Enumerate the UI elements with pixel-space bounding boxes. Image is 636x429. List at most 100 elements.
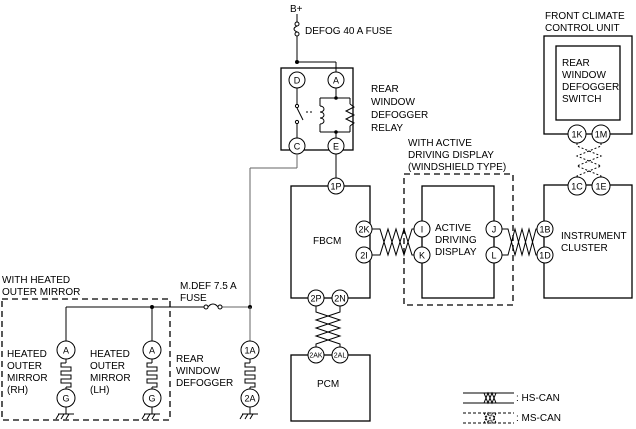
mirror-rh-label-3: MIRROR — [7, 373, 48, 384]
pcm-pin-2al: 2AL — [331, 346, 349, 364]
defogger-switch-box — [555, 45, 621, 121]
hs-can-twist-fbcm-pcm — [314, 306, 342, 348]
svg-text:A: A — [333, 76, 339, 86]
mirror-rh-pin-a: A — [56, 340, 76, 360]
mirror-lh-label-1: HEATED — [90, 349, 130, 360]
instrument-cluster-box — [543, 184, 633, 299]
relay-label-3: DEFOGGER — [371, 110, 428, 121]
svg-text:I: I — [421, 225, 424, 235]
mirror-rh-pin-g: G — [56, 388, 76, 408]
mirror-group-frame — [1, 298, 171, 421]
fbcm-pin-2p: 2P — [307, 289, 325, 307]
fbcm-label: FBCM — [313, 236, 341, 247]
ms-can-twist-climate — [575, 143, 603, 179]
fbcm-pin-2n: 2N — [331, 289, 349, 307]
svg-text:2K: 2K — [358, 225, 369, 235]
mirror-rh-element — [60, 359, 72, 390]
mirror-rh-label-1: HEATED — [7, 349, 47, 360]
ground-icon — [141, 407, 160, 420]
relay-label-2: WINDOW — [371, 97, 415, 108]
add-pin-l: L — [485, 246, 503, 264]
defog-fuse — [293, 14, 300, 62]
legend-ms-can-label: : MS-CAN — [516, 413, 561, 424]
svg-text:1C: 1C — [571, 182, 583, 192]
svg-text:1A: 1A — [244, 346, 255, 356]
svg-text:A: A — [63, 346, 69, 356]
svg-text:G: G — [148, 394, 155, 404]
svg-text:K: K — [419, 251, 425, 261]
svg-text:2N: 2N — [334, 294, 346, 304]
svg-text:2I: 2I — [360, 251, 368, 261]
mirror-lh-pin-g: G — [142, 388, 162, 408]
relay-label-1: REAR — [371, 84, 399, 95]
add-group-label-1: WITH ACTIVE — [408, 138, 472, 149]
mdef-fuse-label-1: M.DEF 7.5 A — [180, 281, 237, 292]
svg-text:2A: 2A — [244, 394, 255, 404]
legend-hs-can-symbol — [463, 391, 514, 405]
svg-text:G: G — [62, 394, 69, 404]
svg-text:J: J — [492, 225, 497, 235]
relay-c-wire — [249, 154, 298, 307]
ground-icon — [55, 407, 74, 420]
hs-can-twist-fbcm-add — [372, 227, 420, 257]
instrument-pin-1c: 1C — [567, 176, 587, 196]
defogger-label-1: REAR — [176, 354, 204, 365]
front-climate-label-1: FRONT CLIMATE — [545, 11, 625, 22]
pcm-pin-2ak: 2AK — [307, 346, 325, 364]
mirror-lh-element — [146, 359, 158, 390]
front-climate-pin-1k: 1K — [567, 124, 587, 144]
add-pin-i: I — [413, 220, 431, 238]
svg-text:1E: 1E — [595, 182, 606, 192]
defogger-label-3: DEFOGGER — [176, 378, 233, 389]
instrument-pin-1e: 1E — [591, 176, 611, 196]
svg-text:1K: 1K — [571, 130, 582, 140]
add-label-3: DISPLAY — [435, 247, 477, 258]
relay-label-4: RELAY — [371, 123, 403, 134]
svg-text:L: L — [491, 251, 496, 261]
mirror-lh-label-3: MIRROR — [90, 373, 131, 384]
mirror-rh-label-4: (RH) — [7, 385, 28, 396]
fbcm-box — [290, 185, 371, 299]
mirror-lh-label-4: (LH) — [90, 385, 109, 396]
mirror-lh-label-2: OUTER — [90, 361, 125, 372]
svg-text:D: D — [294, 76, 301, 86]
switch-label-1: REAR — [562, 58, 590, 69]
svg-text:1D: 1D — [539, 251, 551, 261]
switch-label-2: WINDOW — [562, 70, 606, 81]
add-group-label-3: (WINDSHIELD TYPE) — [408, 162, 506, 173]
add-label-1: ACTIVE — [435, 223, 471, 234]
hs-can-twist-add-instrument — [502, 227, 537, 257]
front-climate-label-2: CONTROL UNIT — [545, 23, 620, 34]
battery-supply-label: B+ — [290, 4, 303, 15]
defogger-pin-2a: 2A — [240, 388, 260, 408]
ground-icon — [239, 407, 258, 420]
relay-pin-d: D — [288, 71, 306, 89]
switch-label-4: SWITCH — [562, 94, 601, 105]
mirror-lh-pin-a: A — [142, 340, 162, 360]
relay-pin-a: A — [327, 71, 345, 89]
front-climate-pin-1m: 1M — [591, 124, 611, 144]
svg-text:C: C — [294, 142, 301, 152]
mirror-group-label-2: OUTER MIRROR — [2, 287, 80, 298]
pcm-box — [290, 354, 371, 422]
add-group-frame — [403, 173, 514, 306]
svg-text:E: E — [333, 142, 339, 152]
fbcm-pin-2k: 2K — [355, 220, 373, 238]
relay-pin-e: E — [327, 137, 345, 155]
instrument-label-2: CLUSTER — [561, 243, 608, 254]
legend-hs-can-label: : HS-CAN — [516, 393, 560, 404]
mirror-group-label-1: WITH HEATED — [2, 275, 70, 286]
defogger-label-2: WINDOW — [176, 366, 220, 377]
instrument-pin-1d: 1D — [536, 246, 554, 264]
mirror-rh-label-2: OUTER — [7, 361, 42, 372]
svg-text:1B: 1B — [539, 225, 550, 235]
add-box — [421, 185, 495, 299]
add-pin-j: J — [485, 220, 503, 238]
defogger-pin-1a: 1A — [240, 340, 260, 360]
relay-internal — [294, 60, 356, 138]
instrument-label-1: INSTRUMENT — [561, 231, 627, 242]
add-label-2: DRIVING — [435, 235, 477, 246]
svg-text:1P: 1P — [330, 182, 341, 192]
svg-text:A: A — [149, 346, 155, 356]
